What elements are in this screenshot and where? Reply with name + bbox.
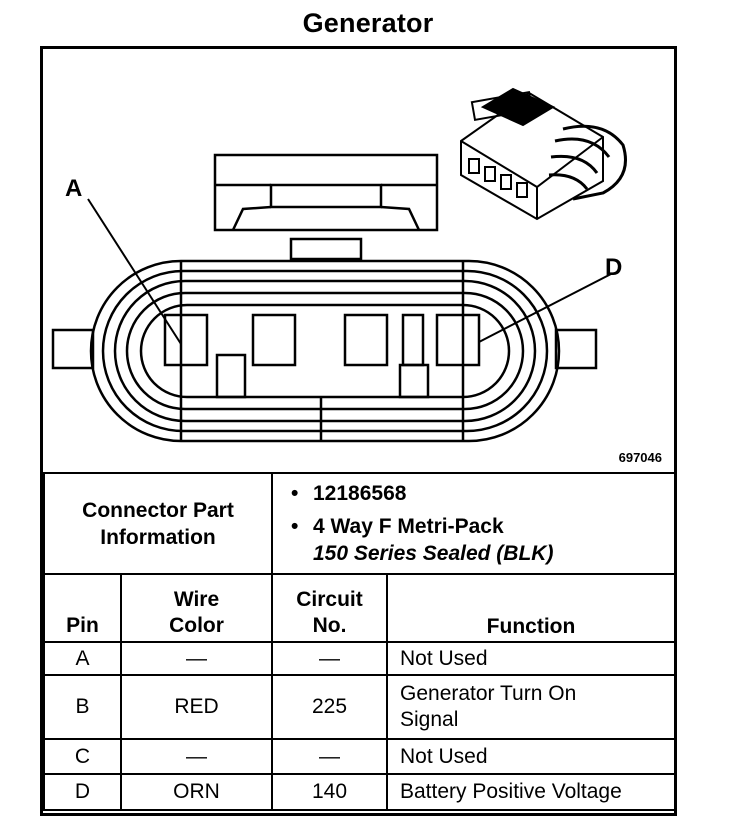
circuit-cell: 225 [271, 674, 388, 740]
connector-body [89, 259, 561, 443]
part-number: 12186568 [313, 482, 407, 505]
connector-figure: A D 697046 [43, 49, 674, 474]
figure-number: 697046 [618, 450, 662, 465]
header-wire-color-line1: Wire [173, 588, 220, 611]
pin-cell: D [43, 773, 122, 811]
header-function: Function [385, 573, 677, 643]
header-wire-color-line2: Color [169, 614, 224, 637]
circuit-cell: — [271, 641, 388, 676]
table-row: D ORN 140 Battery Positive Voltage [43, 773, 677, 811]
cavity-d [435, 313, 481, 367]
circuit-cell: 140 [271, 773, 388, 811]
header-wire-color: Wire Color [120, 573, 273, 643]
right-tab [554, 328, 598, 370]
header-circuit: Circuit No. [271, 573, 388, 643]
cavity-c [343, 313, 389, 367]
latch-housing [213, 153, 439, 232]
connector-info-label-line2: Information [100, 525, 216, 549]
latch-window [269, 183, 383, 209]
cavity-a [163, 313, 209, 367]
function-cell: Generator Turn On Signal [385, 674, 677, 740]
left-tab [51, 328, 95, 370]
connector-description-line1: 4 Way F Metri-Pack [313, 515, 504, 538]
color-cell: RED [120, 674, 273, 740]
connector-info-row: Connector Part Information • 12186568 • 4 … [43, 472, 677, 575]
connector-info-label-line1: Connector Part [82, 498, 234, 522]
callout-line-d [478, 273, 612, 343]
connector-iso-view [460, 87, 627, 221]
pin-cell: B [43, 674, 122, 740]
connector-card: A D 697046 Connector Part Information • 1… [40, 46, 677, 816]
header-pin: Pin [43, 573, 122, 643]
table-row: B RED 225 Generator Turn On Signal [43, 674, 677, 740]
function-line1: Generator Turn On [400, 682, 577, 705]
function-cell: Not Used [385, 641, 677, 676]
header-circuit-line1: Circuit [296, 588, 363, 611]
callout-d: D [605, 254, 623, 281]
connector-info-label: Connector Part Information [43, 472, 273, 575]
pinout-table: Connector Part Information • 12186568 • 4 … [43, 472, 677, 811]
function-cell: Not Used [385, 738, 677, 775]
cavity-b [251, 313, 297, 367]
pin-cell: C [43, 738, 122, 775]
connector-description-line2: 150 Series Sealed (BLK) [313, 542, 554, 565]
key-right [398, 363, 430, 399]
bullet-icon: • [291, 482, 299, 505]
key-left [215, 353, 247, 399]
page-title: Generator [302, 8, 434, 38]
callout-line-a [87, 198, 182, 345]
function-line2: Signal [400, 708, 459, 731]
table-row: A — — Not Used [43, 641, 677, 676]
function-cell: Battery Positive Voltage [385, 773, 677, 811]
callout-a: A [65, 175, 83, 202]
header-circuit-line2: No. [312, 614, 347, 637]
color-cell: ORN [120, 773, 273, 811]
bullet-icon: • [291, 515, 299, 538]
connector-info-list: • 12186568 • 4 Way F Metri-Pack 150 Series… [270, 472, 677, 575]
table-row: C — — Not Used [43, 738, 677, 775]
connector-drawing [51, 87, 627, 443]
color-cell: — [120, 738, 273, 775]
table-header-row: Pin Wire Color Circuit No. Function [43, 573, 677, 643]
circuit-cell: — [271, 738, 388, 775]
pin-cell: A [43, 641, 122, 676]
color-cell: — [120, 641, 273, 676]
